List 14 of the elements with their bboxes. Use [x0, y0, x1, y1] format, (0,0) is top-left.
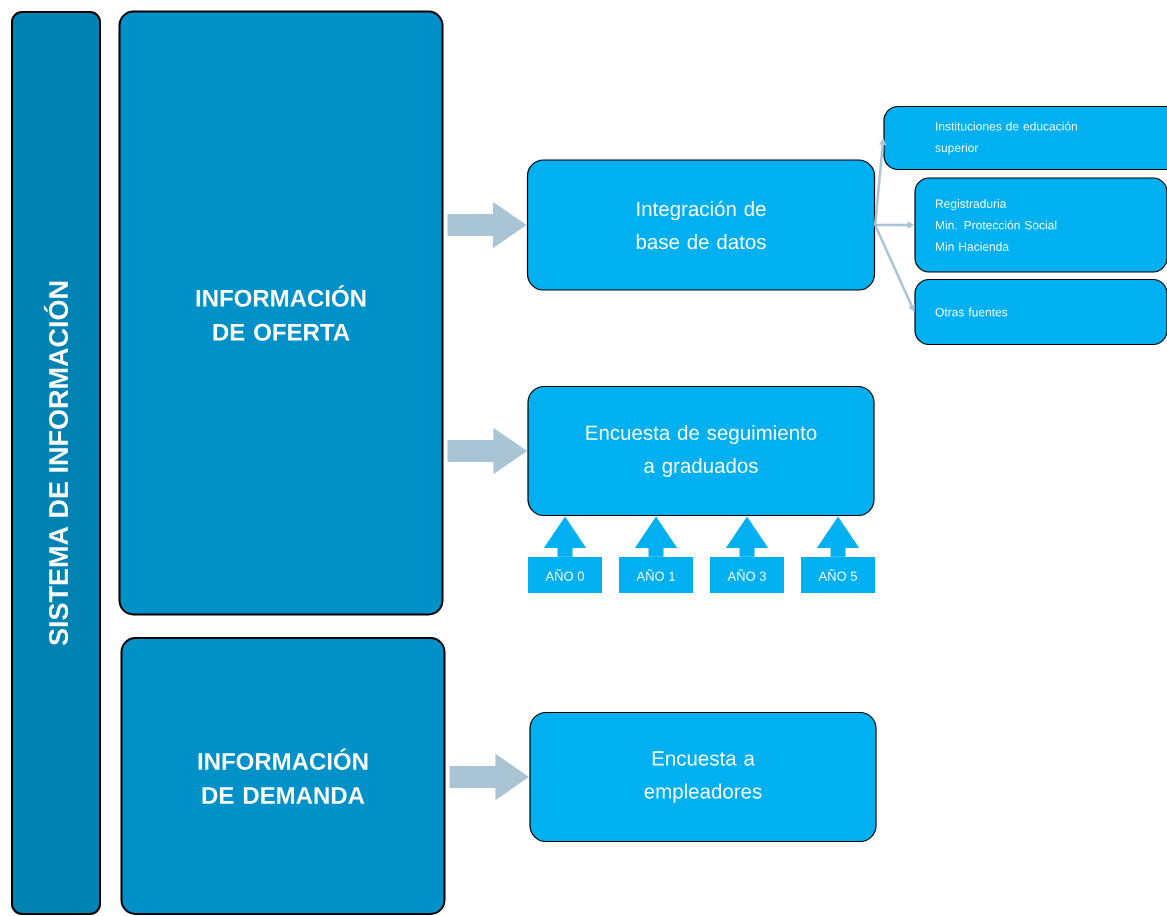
section-box: INFORMACIÓN DE OFERTA: [118, 10, 444, 616]
process-box: Encuesta a empleadores: [529, 711, 877, 843]
year-label-box: AÑO 3: [710, 557, 784, 593]
section-box: INFORMACIÓN DE DEMANDA: [120, 637, 446, 915]
process-box: Encuesta de seguimiento a graduados: [527, 385, 875, 517]
side-band: SISTEMA DE INFORMACIÓN: [11, 11, 101, 915]
year-label-box: AÑO 0: [528, 557, 602, 593]
arrow: [873, 224, 915, 312]
source-box: Instituciones de educación superior: [883, 105, 1167, 171]
year-label-box: AÑO 1: [619, 557, 693, 593]
year-label-box: AÑO 5: [801, 557, 875, 593]
source-box: Registraduria Min. Protección Social Min Hacienda: [914, 177, 1167, 273]
process-box: Integración de base de datos: [526, 159, 876, 291]
source-box: Otras fuentes: [914, 278, 1167, 346]
